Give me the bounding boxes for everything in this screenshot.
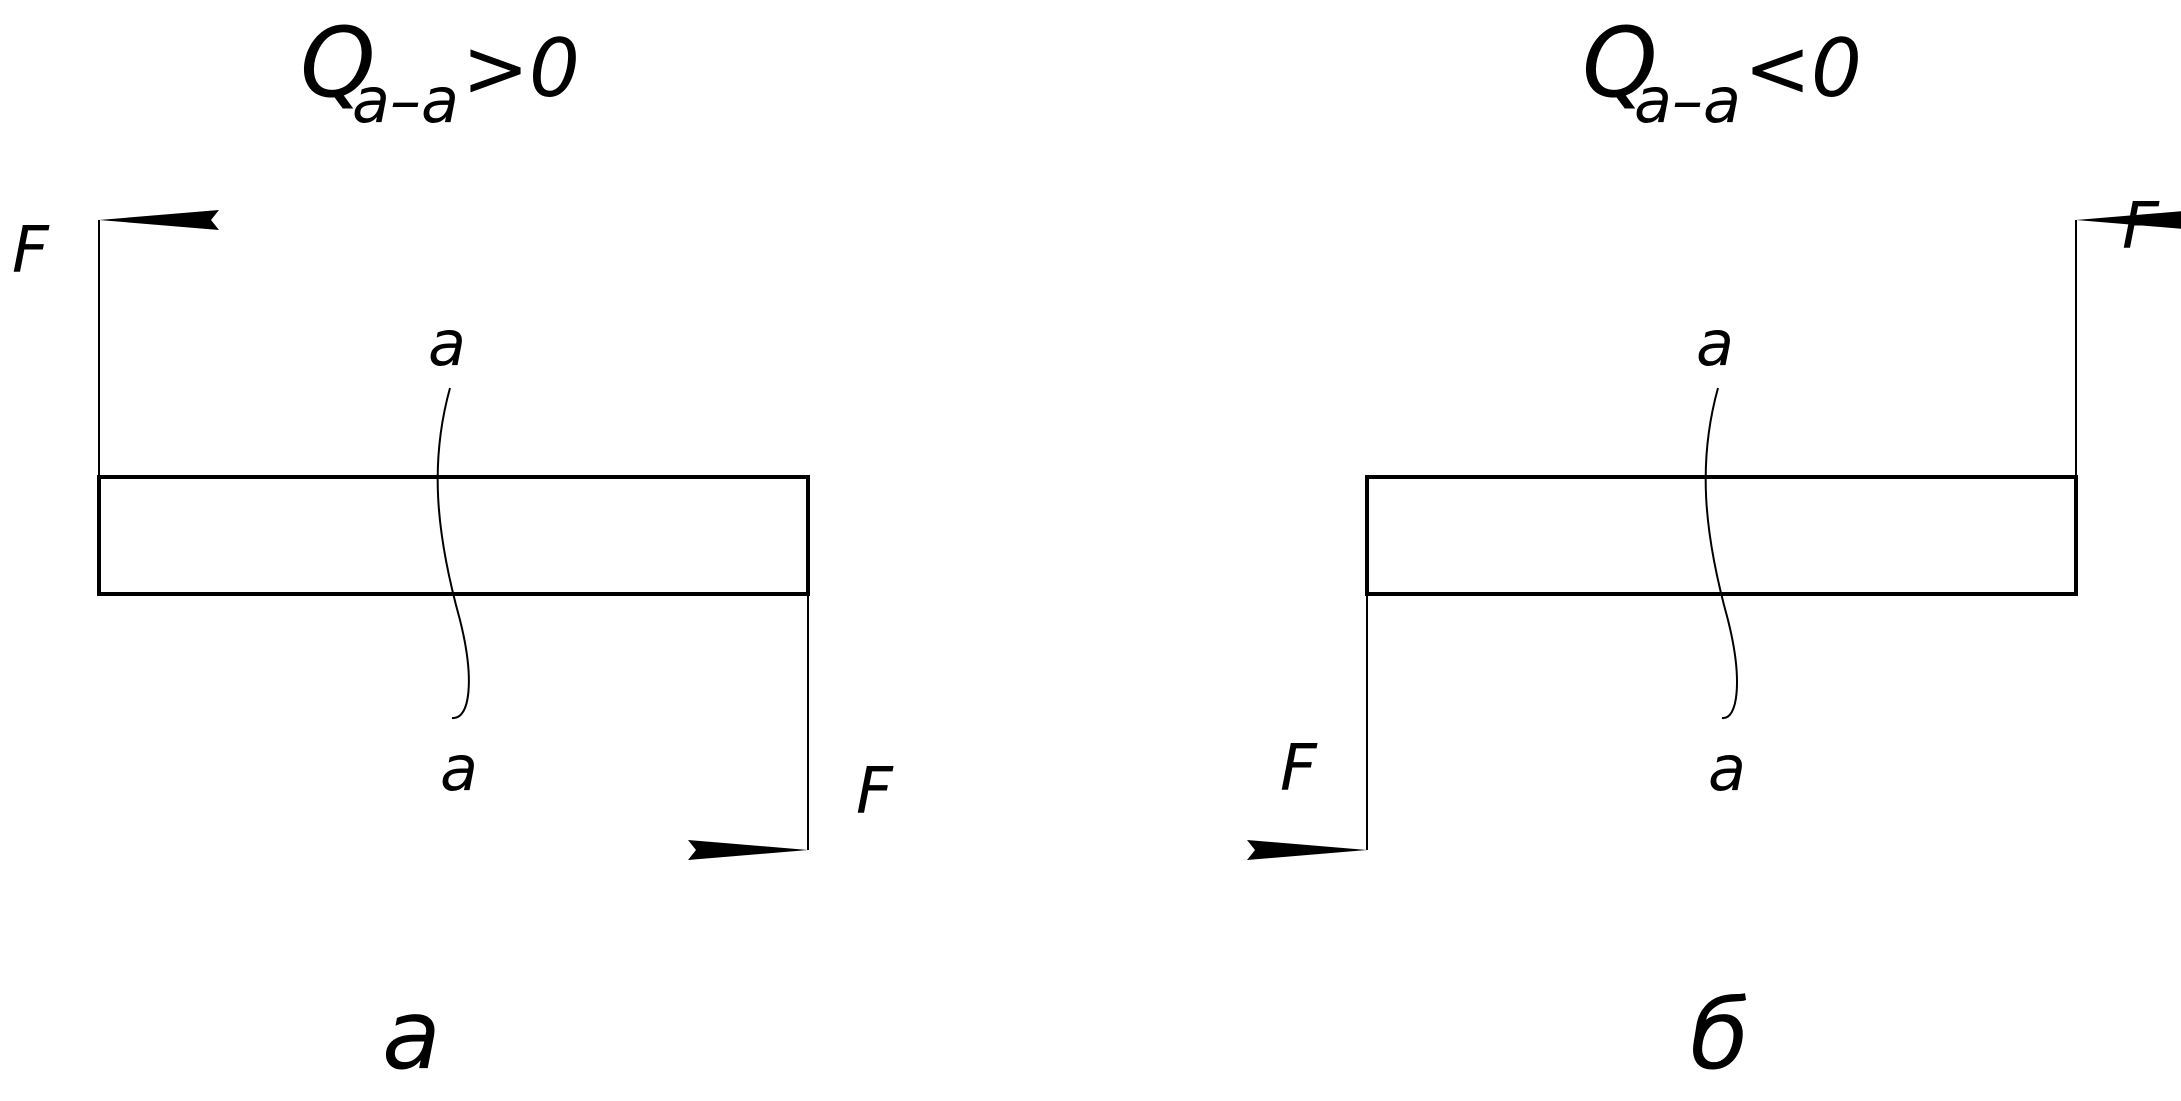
panel-a-section-bottom-label: a [440,732,478,805]
panel-a-force-right-label: F [856,755,894,829]
panel-a-title-relation: >0 [462,22,580,115]
panel-a-caption: а [382,979,441,1091]
panel-b-title-subscript: a–a [1634,64,1741,137]
panel-b-section-line [1704,387,1738,719]
panel-a: Q a–a >0 a a F F а [12,7,894,1091]
panel-a-section-top-label: a [428,307,466,380]
panel-b-title-relation: <0 [1744,22,1862,115]
panel-a-title-symbol: Q [300,7,376,119]
panel-b-caption: б [1690,979,1749,1091]
panel-b-section-bottom-label: a [1708,732,1746,805]
panel-a-beam [97,475,810,596]
panel-a-title-subscript: a–a [352,64,459,137]
panel-b-beam [1365,475,2078,596]
panel-b-title-symbol: Q [1582,7,1658,119]
panel-a-section-line [436,387,470,720]
panel-b-force-left-label: F [1280,732,1318,806]
panel-b-force-right-label: F [2122,190,2160,264]
panel-b-section-top-label: a [1696,307,1734,380]
panel-b: Q a–a <0 a a F F б [1247,7,2181,1091]
panel-a-force-left-label: F [12,214,50,288]
